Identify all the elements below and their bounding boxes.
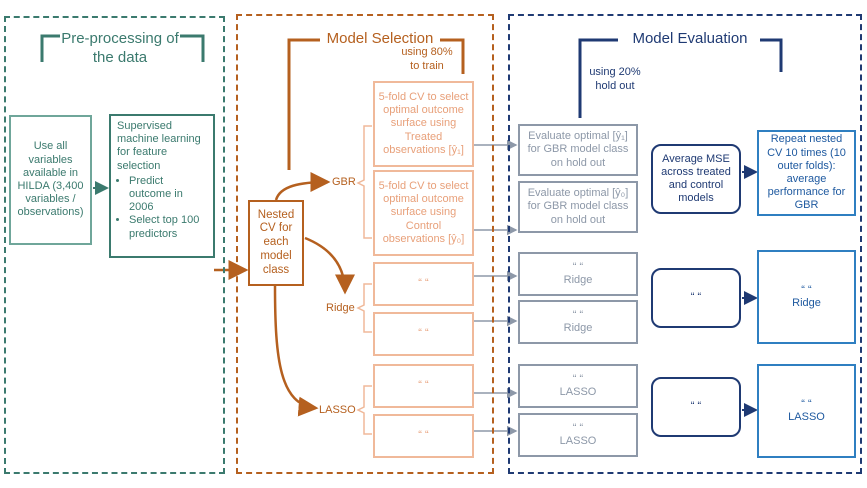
gbr-label: GBR [332, 176, 356, 188]
lasso-eval-box-2: “ “ LASSO [518, 413, 638, 457]
arrow-nested-to-ridge [304, 236, 355, 295]
train-note: using 80% to train [401, 46, 453, 72]
feature-selection-box: Supervised machine learning for feature … [109, 114, 215, 258]
ridge-label: Ridge [326, 302, 355, 314]
repeat-ridge-label: Ridge [792, 297, 821, 309]
arrow-nested-to-gbr [274, 172, 331, 201]
ridge-eval-label: Ridge [563, 274, 593, 286]
nested-cv-box: Nested CV for each model class [248, 200, 304, 286]
model-evaluation-panel [508, 14, 862, 474]
hilda-box: Use all variables available in HILDA (3,… [9, 115, 92, 245]
average-mse-box: Average MSE across treated and control m… [651, 144, 741, 214]
ditto-mark: “ “ [801, 397, 812, 410]
average-lasso-box: “ “ [651, 377, 741, 437]
preprocessing-panel [4, 16, 225, 474]
lasso-eval-box-1: “ “ LASSO [518, 364, 638, 408]
ditto-mark: “ “ [572, 372, 584, 385]
feature-bullet: Predict outcome in 2006 [129, 175, 207, 215]
selection-title-bracket [287, 38, 320, 170]
repeat-gbr-box: Repeat nested CV 10 times (10 outer fold… [757, 130, 856, 216]
repeat-lasso-label: LASSO [788, 411, 825, 423]
cv-treated-box: 5-fold CV to select optimal outcome surf… [373, 81, 474, 167]
cv-control-box: 5-fold CV to select optimal outcome surf… [373, 170, 474, 256]
feature-selection-intro: Supervised machine learning for feature … [117, 120, 201, 172]
lasso-cv-box-2: “ “ [373, 414, 474, 458]
model-evaluation-title: Model Evaluation [632, 30, 748, 47]
ridge-eval-box-1: “ “ Ridge [518, 252, 638, 296]
ditto-mark: “ “ [801, 283, 812, 296]
arrow-nested-to-lasso [273, 285, 319, 417]
evaluation-title-bracket-right [760, 38, 783, 72]
ridge-cv-box-1: “ “ [373, 262, 474, 306]
selection-title-bracket-right [440, 38, 465, 74]
preprocessing-title-bracket [40, 34, 60, 62]
ditto-mark: “ “ [572, 421, 584, 434]
brace-gbr [356, 125, 372, 239]
lasso-eval-label: LASSO [559, 435, 597, 447]
average-ridge-box: “ “ [651, 268, 741, 328]
ridge-eval-label: Ridge [563, 322, 593, 334]
model-selection-title: Model Selection [326, 30, 434, 47]
lasso-label: LASSO [319, 404, 356, 416]
ridge-cv-box-2: “ “ [373, 312, 474, 356]
lasso-eval-label: LASSO [559, 386, 597, 398]
repeat-lasso-box: “ “ LASSO [757, 364, 856, 458]
ditto-mark: “ “ [572, 260, 584, 273]
feature-bullet: Select top 100 predictors [129, 214, 207, 240]
ditto-mark: “ “ [572, 308, 584, 321]
lasso-cv-box-1: “ “ [373, 364, 474, 408]
model-selection-panel [236, 14, 494, 474]
eval-control-box: Evaluate optimal [ŷ₀] for GBR model clas… [518, 181, 638, 233]
brace-lasso [356, 385, 372, 435]
brace-ridge [356, 283, 372, 333]
repeat-ridge-box: “ “ Ridge [757, 250, 856, 344]
ridge-eval-box-2: “ “ Ridge [518, 300, 638, 344]
evaluation-title-bracket [578, 38, 618, 118]
preprocessing-title-bracket-right [180, 34, 205, 62]
holdout-note: using 20% hold out [589, 66, 641, 92]
eval-treated-box: Evaluate optimal [ŷ₁] for GBR model clas… [518, 124, 638, 176]
preprocessing-title: Pre-processing of the data [61, 30, 179, 66]
feature-selection-bullets: Predict outcome in 2006 Select top 100 p… [117, 175, 207, 241]
